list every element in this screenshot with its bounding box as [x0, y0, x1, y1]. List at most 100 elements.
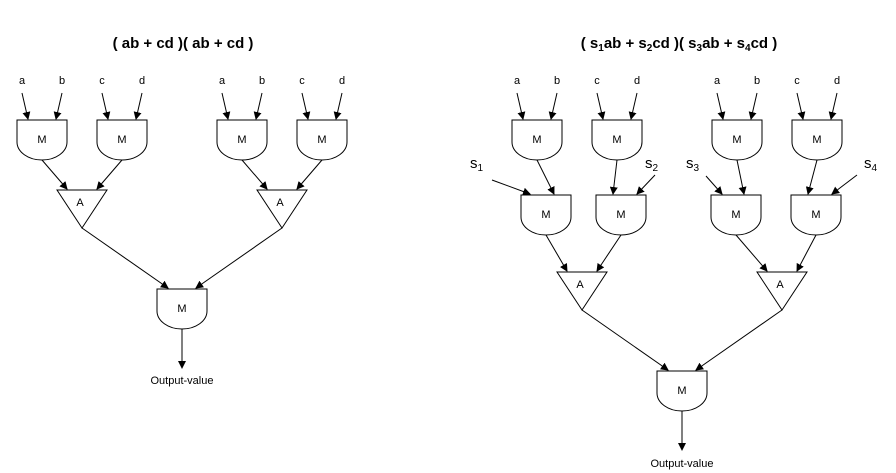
- right-input-wire-5: [748, 92, 758, 120]
- left-input-label-3: d: [139, 75, 145, 87]
- left-multiplier-1-label: M: [37, 134, 46, 146]
- right-scale-to-adder-wire-3: [735, 234, 768, 272]
- scale-label-s3: s3: [686, 155, 700, 174]
- right-scale-input-wire-3: [705, 175, 723, 195]
- right-scale-multiplier-2-label: M: [616, 209, 625, 221]
- left-adder-2-label: A: [276, 197, 284, 209]
- right-input-wire-3: [628, 92, 638, 120]
- left-mult-to-adder-wire-4: [296, 159, 323, 190]
- left-multiplier-2-label: M: [117, 134, 126, 146]
- right-scale-multiplier-1-label: M: [541, 209, 550, 221]
- left-multiplier-4-label: M: [317, 134, 326, 146]
- right-multiplier-1: [511, 119, 563, 161]
- right-input-label-3: d: [634, 75, 640, 87]
- wires-layer: [21, 92, 858, 451]
- right-input-label-6: c: [794, 75, 800, 87]
- right-adder-1-label: A: [576, 279, 584, 291]
- left-final-multiplier: [156, 288, 208, 330]
- left-input-wire-7: [333, 92, 343, 120]
- right-multiplier-1-label: M: [532, 134, 541, 146]
- right-input-label-1: b: [554, 75, 560, 87]
- right-scale-multiplier-4: [790, 194, 842, 236]
- right-scale-input-wire-2: [636, 174, 656, 195]
- right-multiplier-2: [591, 119, 643, 161]
- right-multiplier-2-label: M: [612, 134, 621, 146]
- left-adder-to-final-wire-2: [195, 227, 283, 289]
- left-input-label-1: b: [59, 75, 65, 87]
- right-scale-to-adder-wire-1: [545, 234, 568, 272]
- right-adder-2: [756, 271, 808, 311]
- right-input-wire-0: [516, 92, 526, 120]
- right-input-label-2: c: [594, 75, 600, 87]
- right-final-multiplier: [656, 370, 708, 412]
- gates-layer: [16, 119, 843, 412]
- left-input-label-7: d: [339, 75, 345, 87]
- right-adder-1: [556, 271, 608, 311]
- left-multiplier-4: [296, 119, 348, 161]
- right-final-multiplier-label: M: [677, 385, 686, 397]
- scale-label-s1: s1: [470, 155, 484, 174]
- left-adder-to-final-wire-1: [81, 227, 169, 289]
- right-input-label-7: d: [834, 75, 840, 87]
- right-scale-input-wire-1: [491, 179, 531, 196]
- right-mult-to-scale-wire-1: [536, 159, 555, 195]
- right-input-wire-2: [596, 92, 606, 120]
- left-mult-to-adder-wire-1: [41, 159, 68, 190]
- left-input-wire-3: [133, 92, 143, 120]
- right-mult-to-scale-wire-2: [609, 159, 618, 195]
- right-input-wire-4: [716, 92, 726, 120]
- labels-layer: ( ab + cd )( ab + cd ) ( s1ab + s2cd )( …: [19, 35, 878, 470]
- right-input-wire-7: [828, 92, 838, 120]
- left-input-label-5: b: [259, 75, 265, 87]
- left-adder-1-label: A: [76, 197, 84, 209]
- right-scale-to-adder-wire-4: [796, 234, 817, 272]
- right-mult-to-scale-wire-4: [805, 159, 818, 195]
- left-input-label-4: a: [219, 75, 226, 87]
- left-multiplier-1: [16, 119, 68, 161]
- scale-label-s2: s2: [645, 155, 659, 174]
- right-multiplier-4-label: M: [812, 134, 821, 146]
- right-input-wire-1: [548, 92, 558, 120]
- right-multiplier-3-label: M: [732, 134, 741, 146]
- scale-label-s4: s4: [864, 155, 878, 174]
- right-scale-input-wire-4: [831, 174, 858, 195]
- right-multiplier-4: [791, 119, 843, 161]
- left-input-wire-4: [221, 92, 231, 120]
- right-scale-to-adder-wire-2: [596, 234, 622, 272]
- right-adder-to-final-wire-2: [695, 309, 783, 371]
- left-input-wire-0: [21, 92, 31, 120]
- right-output-label: Output-value: [651, 458, 714, 470]
- left-output-label: Output-value: [151, 375, 214, 387]
- right-input-label-0: a: [514, 75, 521, 87]
- right-multiplier-3: [711, 119, 763, 161]
- right-scale-multiplier-4-label: M: [811, 209, 820, 221]
- left-final-multiplier-label: M: [177, 303, 186, 315]
- left-multiplier-2: [96, 119, 148, 161]
- right-adder-to-final-wire-1: [581, 309, 669, 371]
- left-adder-1: [56, 189, 108, 229]
- right-adder-2-label: A: [776, 279, 784, 291]
- left-input-wire-2: [101, 92, 111, 120]
- right-title: ( s1ab + s2cd )( s3ab + s4cd ): [581, 35, 778, 54]
- right-mult-to-scale-wire-3: [736, 159, 747, 195]
- right-scale-multiplier-2: [595, 194, 647, 236]
- left-mult-to-adder-wire-2: [96, 159, 123, 190]
- left-mult-to-adder-wire-3: [241, 159, 268, 190]
- right-scale-multiplier-1: [520, 194, 572, 236]
- left-input-wire-5: [253, 92, 263, 120]
- left-input-label-6: c: [299, 75, 305, 87]
- left-multiplier-3-label: M: [237, 134, 246, 146]
- left-input-wire-6: [301, 92, 311, 120]
- right-scale-multiplier-3-label: M: [731, 209, 740, 221]
- left-adder-2: [256, 189, 308, 229]
- left-multiplier-3: [216, 119, 268, 161]
- left-title: ( ab + cd )( ab + cd ): [113, 35, 254, 52]
- right-scale-multiplier-3: [710, 194, 762, 236]
- left-input-label-2: c: [99, 75, 105, 87]
- left-input-label-0: a: [19, 75, 26, 87]
- left-input-wire-1: [53, 92, 63, 120]
- right-input-wire-6: [796, 92, 806, 120]
- right-input-label-4: a: [714, 75, 721, 87]
- right-input-label-5: b: [754, 75, 760, 87]
